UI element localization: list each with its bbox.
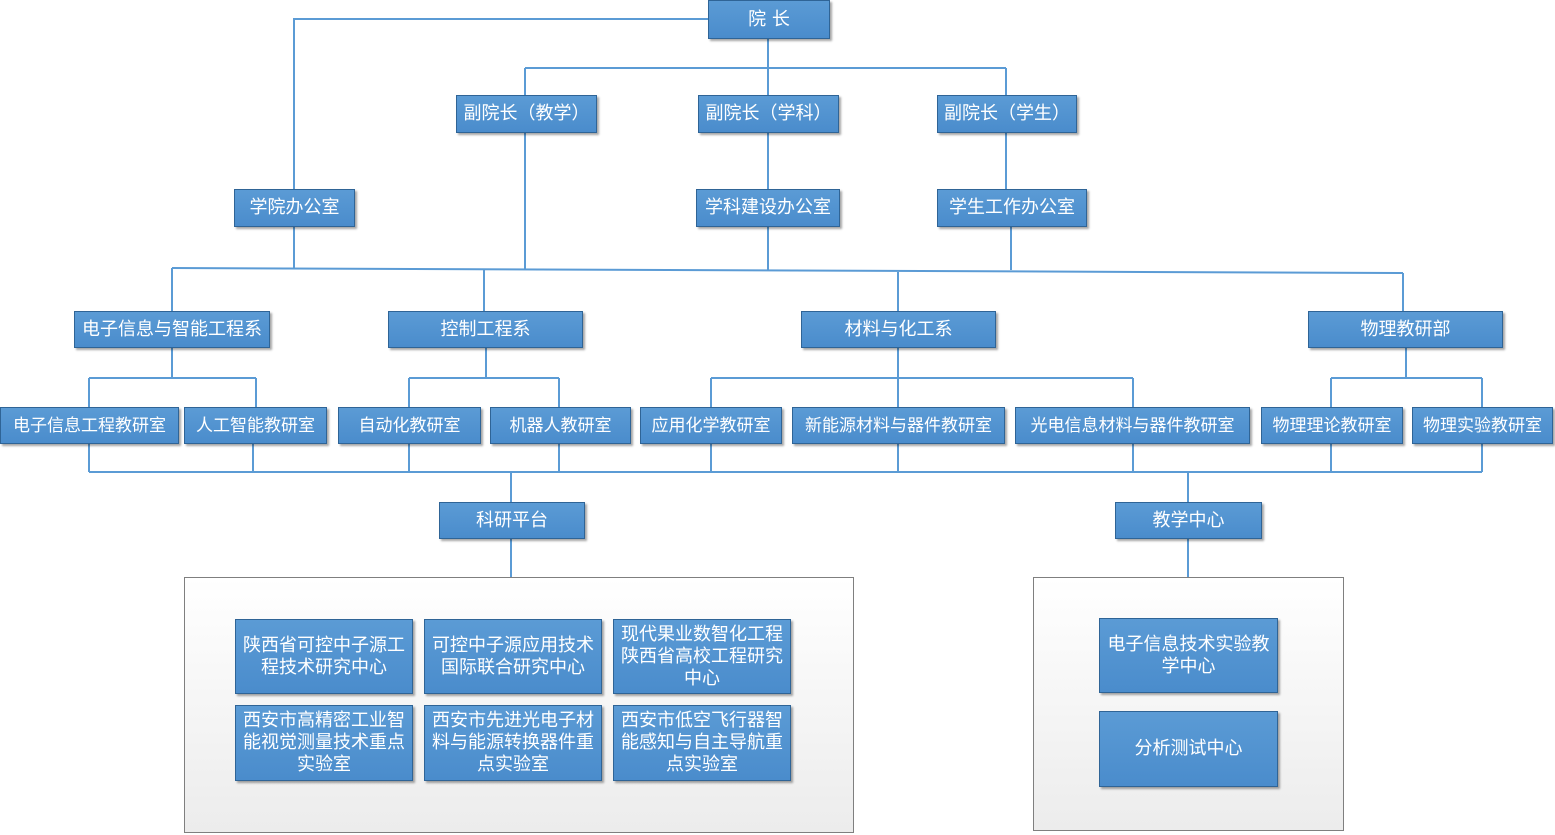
section-experimental-physics-box: 物理实验教研室 [1412, 407, 1553, 444]
connector-sections-down [88, 444, 1483, 472]
department-electronic-label: 电子信息与智能工程系 [82, 318, 262, 340]
dean-label: 院 长 [748, 8, 790, 30]
research-center-3-label: 现代果业数智化工程陕西省高校工程研究中心 [621, 623, 783, 689]
connector-materials-sections [710, 348, 1134, 407]
section-automation-box: 自动化教研室 [338, 407, 481, 444]
research-center-1-box: 陕西省可控中子源工程技术研究中心 [235, 619, 413, 694]
section-applied-chem-label: 应用化学教研室 [651, 415, 771, 436]
connector-department-bar [171, 267, 1404, 274]
student-affairs-office-box: 学生工作办公室 [937, 189, 1087, 227]
college-office-label: 学院办公室 [249, 197, 340, 218]
department-physics-box: 物理教研部 [1308, 311, 1503, 348]
department-electronic-box: 电子信息与智能工程系 [74, 311, 270, 348]
section-experimental-physics-label: 物理实验教研室 [1423, 415, 1542, 436]
discipline-office-label: 学科建设办公室 [705, 197, 831, 218]
research-center-5-label: 西安市先进光电子材料与能源转换器件重点实验室 [432, 710, 594, 775]
section-theoretical-physics-label: 物理理论教研室 [1272, 415, 1392, 436]
section-ai-box: 人工智能教研室 [184, 407, 327, 444]
section-ai-label: 人工智能教研室 [196, 415, 315, 436]
section-optoelectronic-label: 光电信息材料与器件教研室 [1030, 415, 1235, 436]
connector-dean-office [293, 18, 709, 189]
teaching-center-box: 教学中心 [1115, 502, 1262, 539]
research-center-6-label: 西安市低空飞行器智能感知与自主导航重点实验室 [621, 710, 783, 775]
section-robotics-label: 机器人教研室 [509, 415, 612, 436]
section-theoretical-physics-box: 物理理论教研室 [1261, 407, 1403, 444]
discipline-office-box: 学科建设办公室 [696, 189, 840, 227]
research-center-6-box: 西安市低空飞行器智能感知与自主导航重点实验室 [613, 705, 791, 781]
teaching-center-1-label: 电子信息技术实验教学中心 [1107, 633, 1270, 677]
research-center-5-box: 西安市先进光电子材料与能源转换器件重点实验室 [424, 705, 602, 781]
teaching-center-panel [1033, 577, 1344, 831]
research-center-4-box: 西安市高精密工业智能视觉测量技术重点实验室 [235, 705, 413, 781]
teaching-center-label: 教学中心 [1152, 509, 1225, 531]
section-new-energy-box: 新能源材料与器件教研室 [792, 407, 1005, 444]
teaching-center-1-box: 电子信息技术实验教学中心 [1099, 618, 1278, 693]
research-center-4-label: 西安市高精密工业智能视觉测量技术重点实验室 [243, 710, 405, 775]
section-applied-chem-box: 应用化学教研室 [640, 407, 782, 444]
vice-dean-teaching-box: 副院长（教学） [456, 95, 597, 133]
section-new-energy-label: 新能源材料与器件教研室 [805, 415, 992, 436]
teaching-center-2-box: 分析测试中心 [1099, 711, 1278, 787]
connector-control-sections [408, 348, 560, 407]
section-ei-eng-label: 电子信息工程教研室 [13, 415, 166, 436]
department-control-box: 控制工程系 [388, 311, 583, 348]
vice-dean-teaching-label: 副院长（教学） [463, 103, 590, 124]
section-robotics-box: 机器人教研室 [490, 407, 631, 444]
teaching-center-2-label: 分析测试中心 [1134, 738, 1243, 759]
research-center-2-box: 可控中子源应用技术国际联合研究中心 [424, 619, 602, 694]
research-platform-box: 科研平台 [439, 502, 585, 539]
vice-dean-discipline-box: 副院长（学科） [698, 95, 839, 133]
section-ei-eng-box: 电子信息工程教研室 [0, 407, 179, 444]
connector-electronic-sections [88, 348, 257, 407]
college-office-box: 学院办公室 [234, 189, 355, 227]
research-center-1-label: 陕西省可控中子源工程技术研究中心 [243, 634, 405, 678]
research-platform-label: 科研平台 [476, 509, 548, 531]
department-physics-label: 物理教研部 [1360, 318, 1451, 340]
vice-dean-student-label: 副院长（学生） [944, 103, 1070, 124]
department-materials-label: 材料与化工系 [844, 318, 953, 340]
department-materials-box: 材料与化工系 [801, 311, 996, 348]
student-affairs-office-label: 学生工作办公室 [949, 197, 1075, 218]
dean-box: 院 长 [708, 0, 830, 39]
research-center-2-label: 可控中子源应用技术国际联合研究中心 [432, 634, 594, 678]
vice-dean-student-box: 副院长（学生） [937, 95, 1077, 133]
connector-physics-sections [1330, 348, 1483, 407]
section-automation-label: 自动化教研室 [358, 415, 461, 436]
research-center-3-box: 现代果业数智化工程陕西省高校工程研究中心 [613, 619, 791, 694]
section-optoelectronic-box: 光电信息材料与器件教研室 [1015, 407, 1250, 444]
department-control-label: 控制工程系 [440, 318, 531, 340]
vice-dean-discipline-label: 副院长（学科） [705, 103, 832, 124]
